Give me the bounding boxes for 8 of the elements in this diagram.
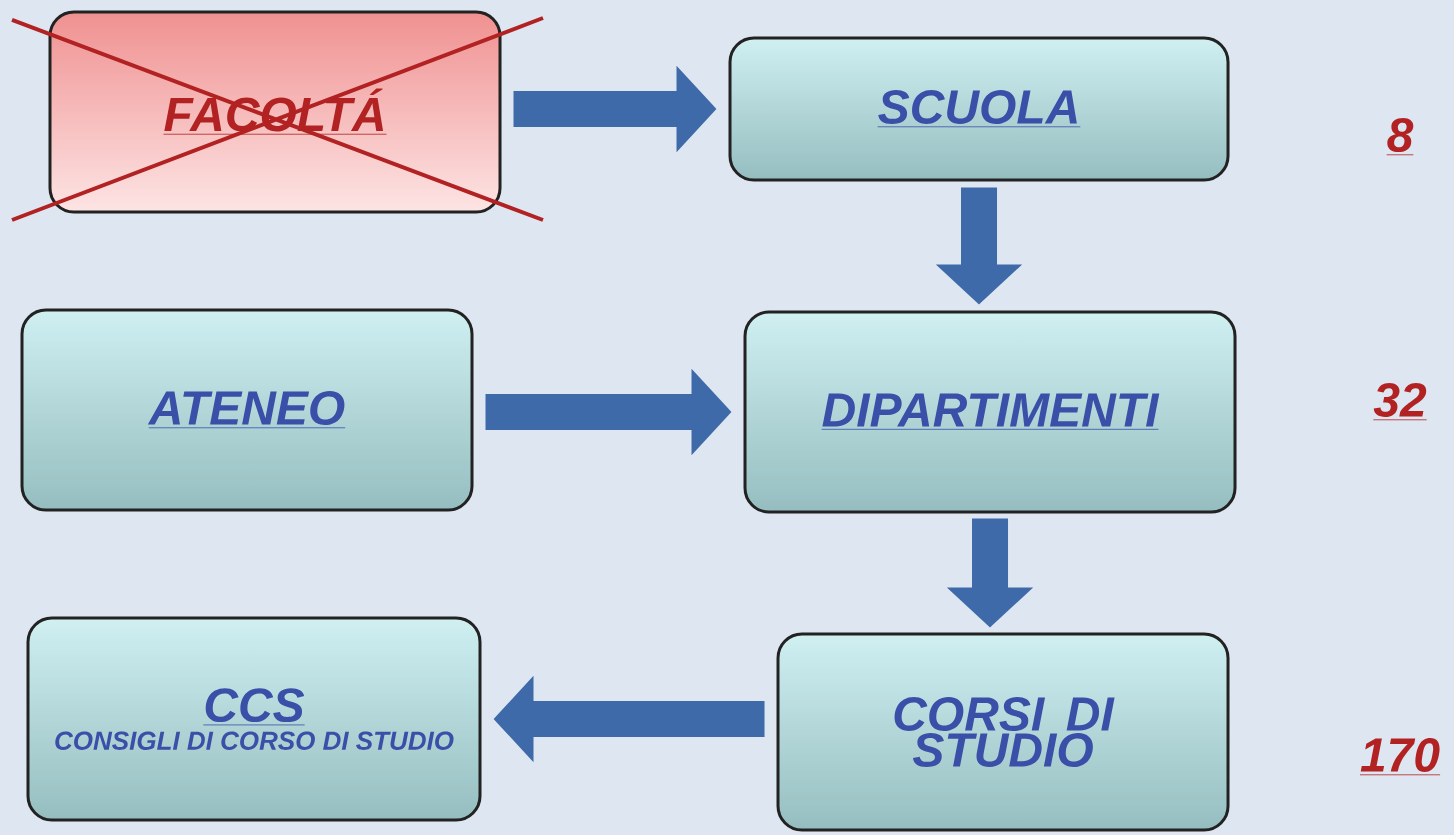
count-label: 170 (1359, 738, 1441, 776)
count-label: 8 (1386, 118, 1414, 156)
process-box: CORSI DI STUDIO (776, 632, 1230, 832)
count-label: 32 (1372, 383, 1428, 421)
process-box: SCUOLA (728, 36, 1230, 182)
process-box: CCS CONSIGLI DI CORSO DI STUDIO (26, 616, 482, 822)
process-box: ATENEO (20, 308, 474, 512)
process-box: DIPARTIMENTI (743, 310, 1237, 514)
